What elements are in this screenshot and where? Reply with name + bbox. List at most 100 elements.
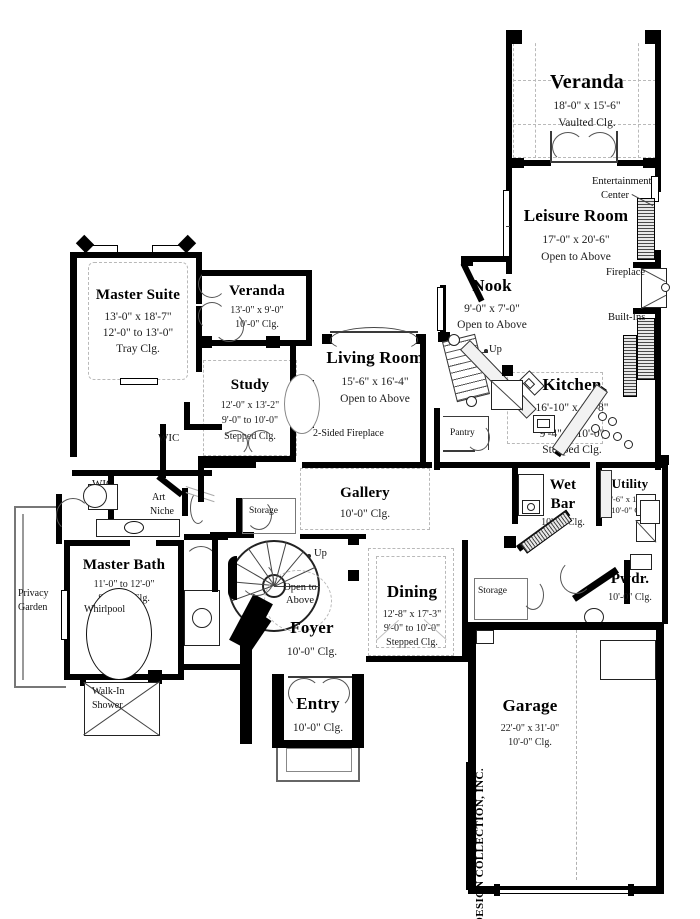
wall-right-exterior-mid bbox=[662, 534, 668, 624]
room-ceiling: 10'-0" Clg. bbox=[608, 592, 652, 604]
veranda-door-sill bbox=[550, 161, 618, 163]
two-sided-fireplace-note: 2-Sided Fireplace bbox=[313, 428, 384, 439]
privacy-garden-inner bbox=[22, 514, 24, 680]
master-door-swing-b bbox=[198, 302, 226, 330]
foyer-label: Foyer 10'-0" Clg. bbox=[266, 618, 358, 659]
room-name: Nook bbox=[472, 276, 512, 295]
entry-stoop-inner bbox=[286, 748, 352, 772]
stair-newel-nook-bot bbox=[466, 396, 477, 407]
room-name: Veranda bbox=[549, 71, 624, 93]
entry-door-swing-right bbox=[318, 678, 350, 708]
storage-gallery-label: Storage bbox=[249, 506, 279, 516]
room-name: Gallery bbox=[340, 485, 390, 501]
room-ceiling: 12'-0" to 13'-0" bbox=[102, 327, 174, 340]
room-ceiling: 10'-0" Clg. bbox=[286, 645, 338, 658]
wall-sideveranda-right bbox=[306, 270, 312, 346]
pantry-wall-top bbox=[443, 416, 489, 417]
wall-garage-top bbox=[468, 622, 664, 630]
stair-up-nook-dot bbox=[484, 349, 488, 353]
pantry-wall-bottom bbox=[443, 450, 475, 452]
veranda-rear-grid-h bbox=[513, 80, 661, 125]
veranda-side-label: Veranda 13'-0" x 9'-0" 10'-0" Clg. bbox=[204, 282, 310, 332]
room-dimensions: 18'-0" x 15'-6" bbox=[553, 100, 621, 113]
wall-veranda-right bbox=[655, 38, 661, 164]
room-ceiling: 10'-0" Clg. bbox=[235, 319, 279, 331]
wall-veranda-top bbox=[506, 38, 661, 43]
gallery-label: Gallery 10'-0" Clg. bbox=[300, 484, 430, 521]
wall-foyer-left-curve bbox=[228, 556, 237, 600]
entry-door-swing-left bbox=[288, 678, 320, 708]
wall-sideveranda-bottom bbox=[206, 340, 312, 346]
open-to-above-line2: Above bbox=[286, 594, 314, 606]
veranda-door-leaf-right bbox=[616, 131, 618, 162]
room-name: Pwdr. bbox=[610, 571, 650, 587]
copyright-rule-h bbox=[466, 886, 500, 890]
room-dimensions: 17'-0" x 20'-6" bbox=[542, 233, 610, 246]
wall-garage-right bbox=[656, 622, 664, 894]
utility-cabinet bbox=[600, 470, 612, 518]
wall-living-right bbox=[420, 344, 426, 462]
room-ceiling: Open to Above bbox=[340, 392, 410, 405]
room-ceiling: 10'-0" Clg. bbox=[339, 508, 391, 521]
room-ceiling-2: Tray Clg. bbox=[116, 343, 160, 356]
room-dimensions: 22'-0" x 31'-0" bbox=[500, 722, 560, 734]
entertainment-center-note2: Center bbox=[601, 190, 629, 201]
wall-wetbar-left bbox=[512, 468, 518, 524]
entry-label: Entry 10'-0" Clg. bbox=[272, 694, 364, 735]
sideveranda-door-swing bbox=[214, 312, 244, 342]
col-sideveranda-br bbox=[266, 336, 280, 348]
room-ceiling: 9'-0" to 10'-0" bbox=[383, 622, 441, 634]
storage-dining-box bbox=[474, 578, 528, 620]
wall-living-arc-right bbox=[416, 334, 426, 344]
wic-upper-label: WIC bbox=[158, 432, 180, 444]
wall-mb-right bbox=[178, 540, 184, 680]
room-name: Master Bath bbox=[82, 557, 166, 573]
stair-up-foyer-dot bbox=[307, 554, 311, 558]
entry-stoop-outline-r bbox=[358, 748, 360, 782]
art-niche-curve bbox=[190, 492, 206, 524]
art-niche-label2: Niche bbox=[150, 506, 174, 517]
col-veranda-bl bbox=[506, 158, 524, 168]
wall-entry-right bbox=[352, 674, 364, 744]
whirlpool-tub bbox=[86, 588, 152, 680]
room-ceiling: 9'-0" to 10'-0" bbox=[221, 415, 279, 427]
living-room-label: Living Room 15'-6" x 16'-4" Open to Abov… bbox=[314, 348, 436, 406]
col-sideveranda-bl bbox=[198, 336, 212, 348]
wall-utility-top bbox=[596, 462, 662, 468]
wall-master-left bbox=[70, 252, 77, 457]
window-nook-left bbox=[437, 287, 444, 331]
fireplace-note: Fireplace bbox=[606, 267, 646, 278]
shower-wall-left bbox=[80, 674, 86, 686]
kitchen-burner-6 bbox=[624, 440, 633, 449]
kitchen-corner-block bbox=[502, 365, 513, 376]
garage-label: Garage 22'-0" x 31'-0" 10'-0" Clg. bbox=[476, 696, 584, 749]
kitchen-burner-5 bbox=[613, 432, 622, 441]
room-dimensions: 7'-6" x 10'-8" bbox=[607, 493, 653, 504]
walk-in-shower-label: Walk-In bbox=[92, 686, 125, 697]
entry-door-sill bbox=[288, 676, 352, 678]
entertainment-center-cabinet bbox=[637, 198, 655, 260]
wall-gallery-top-left bbox=[198, 462, 256, 468]
room-name-2: Bar bbox=[550, 496, 576, 513]
wall-bath-hall bbox=[184, 534, 228, 540]
wall-wic-upper-vert bbox=[182, 488, 188, 516]
gallery-area bbox=[300, 468, 430, 530]
veranda-door-leaf-left bbox=[550, 131, 552, 162]
toilet-bowl bbox=[192, 608, 212, 628]
privacy-garden-outline-left bbox=[14, 506, 16, 688]
window-leisure-left-mull bbox=[506, 226, 510, 227]
wall-nook-top bbox=[470, 256, 512, 262]
garage-step-up bbox=[476, 630, 494, 644]
room-dimensions: 9'-0" x 7'-0" bbox=[464, 302, 520, 315]
wall-entry-bottom bbox=[272, 740, 364, 748]
wall-nook-left-bot bbox=[438, 332, 450, 342]
powder-sink bbox=[630, 554, 652, 570]
wall-gallery-left-vert bbox=[198, 462, 204, 502]
veranda-rear-grid bbox=[535, 38, 639, 158]
study-door-swing-left bbox=[222, 430, 248, 456]
kitchen-wall-cabinet bbox=[623, 335, 637, 397]
wall-masterbath-top-right bbox=[166, 470, 212, 476]
built-ins-note: Built-Ins bbox=[608, 312, 646, 323]
room-ceiling: 10'-0" Clg. bbox=[508, 736, 552, 748]
master-door-swing-a bbox=[198, 270, 226, 298]
